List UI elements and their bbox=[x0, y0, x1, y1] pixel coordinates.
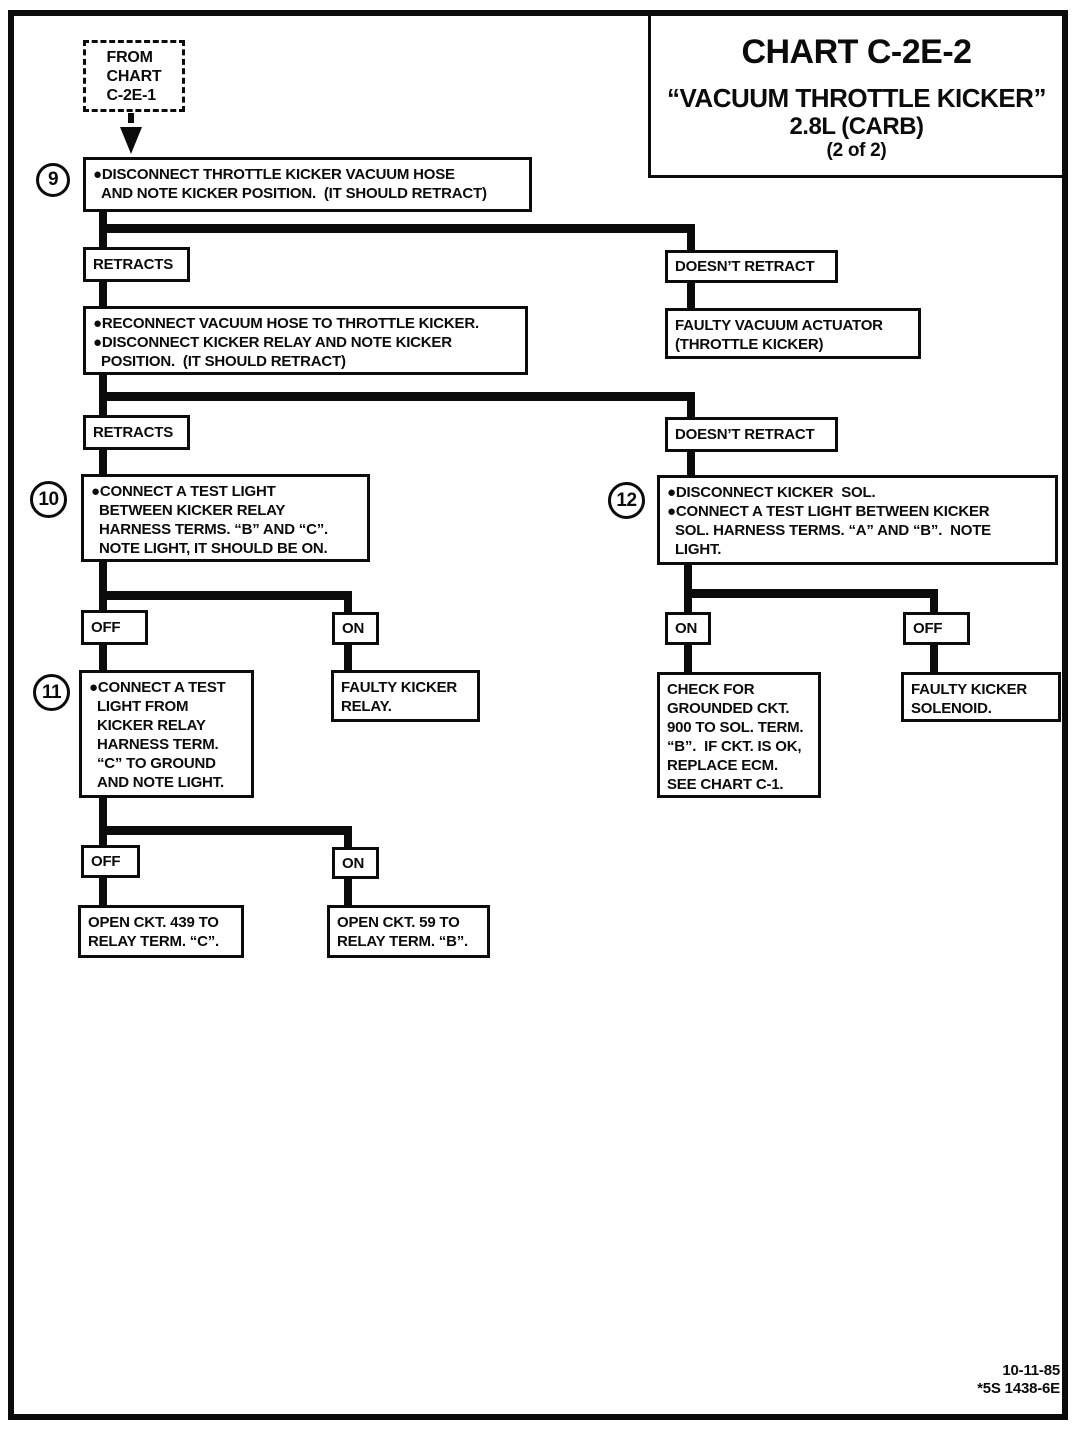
off-bottom-box: OFF bbox=[81, 845, 140, 878]
chart-subtitle: “VACUUM THROTTLE KICKER” bbox=[667, 83, 1046, 113]
step-circle-10: 10 bbox=[30, 481, 67, 518]
connector bbox=[687, 283, 695, 308]
retracts1-box: RETRACTS bbox=[83, 247, 190, 282]
connector bbox=[344, 879, 352, 905]
connector bbox=[684, 645, 692, 672]
chart-title-box: CHART C-2E-2 “VACUUM THROTTLE KICKER” 2.… bbox=[648, 13, 1065, 178]
check-grounded-ckt-box: CHECK FOR GROUNDED CKT. 900 TO SOL. TERM… bbox=[657, 672, 821, 798]
connector bbox=[99, 224, 695, 233]
doesnt-retract1-box: DOESN’T RETRACT bbox=[665, 250, 838, 283]
connector bbox=[99, 392, 695, 401]
connector bbox=[99, 282, 107, 306]
footer-doc-number: *5S 1438-6E bbox=[977, 1380, 1060, 1397]
reconnect-box: ●RECONNECT VACUUM HOSE TO THROTTLE KICKE… bbox=[83, 306, 528, 375]
open-ckt-439-box: OPEN CKT. 439 TO RELAY TERM. “C”. bbox=[78, 905, 244, 958]
connector bbox=[930, 589, 938, 612]
entry-from-chart-label: FROM CHART C-2E-1 bbox=[106, 48, 162, 104]
step-number-9: 9 bbox=[47, 169, 59, 190]
connector bbox=[99, 798, 107, 845]
step11-box: ●CONNECT A TEST LIGHT FROM KICKER RELAY … bbox=[79, 670, 254, 798]
chart-engine-label: 2.8L (CARB) bbox=[789, 113, 924, 140]
connector bbox=[99, 450, 107, 474]
entry-from-chart-box: FROM CHART C-2E-1 bbox=[83, 40, 185, 112]
connector bbox=[687, 452, 695, 475]
connector bbox=[99, 826, 352, 835]
step10-box: ●CONNECT A TEST LIGHT BETWEEN KICKER REL… bbox=[81, 474, 370, 562]
connector bbox=[344, 826, 352, 847]
faulty-vacuum-actuator-box: FAULTY VACUUM ACTUATOR (THROTTLE KICKER) bbox=[665, 308, 921, 359]
page-border bbox=[8, 10, 1068, 1420]
off-right-box: OFF bbox=[903, 612, 970, 645]
retracts2-box: RETRACTS bbox=[83, 415, 190, 450]
connector bbox=[930, 645, 938, 672]
on-left-box: ON bbox=[332, 612, 379, 645]
open-ckt-59-box: OPEN CKT. 59 TO RELAY TERM. “B”. bbox=[327, 905, 490, 958]
connector bbox=[99, 878, 107, 905]
step-circle-12: 12 bbox=[608, 482, 645, 519]
connector bbox=[344, 645, 352, 670]
on-bottom-box: ON bbox=[332, 847, 379, 879]
faulty-kicker-relay-box: FAULTY KICKER RELAY. bbox=[331, 670, 480, 722]
connector bbox=[99, 645, 107, 670]
step-number-10: 10 bbox=[38, 488, 59, 510]
step-circle-9: 9 bbox=[36, 163, 70, 197]
on-right-box: ON bbox=[665, 612, 711, 645]
connector bbox=[99, 562, 107, 610]
connector bbox=[684, 589, 938, 598]
step9-box: ●DISCONNECT THROTTLE KICKER VACUUM HOSE … bbox=[83, 157, 532, 212]
connector bbox=[684, 565, 692, 612]
doesnt-retract2-box: DOESN’T RETRACT bbox=[665, 417, 838, 452]
footer: 10-11-85 *5S 1438-6E bbox=[977, 1362, 1060, 1398]
arrow-dash bbox=[128, 113, 134, 123]
step-number-11: 11 bbox=[41, 681, 62, 703]
arrow-down-icon bbox=[120, 127, 142, 154]
connector bbox=[687, 392, 695, 417]
step12-box: ●DISCONNECT KICKER SOL. ●CONNECT A TEST … bbox=[657, 475, 1058, 565]
chart-page-count: (2 of 2) bbox=[826, 140, 887, 161]
connector bbox=[344, 591, 352, 612]
chart-title: CHART C-2E-2 bbox=[741, 33, 972, 71]
step-circle-11: 11 bbox=[33, 674, 70, 711]
off-left-box: OFF bbox=[81, 610, 148, 645]
step-number-12: 12 bbox=[616, 489, 637, 511]
connector bbox=[687, 224, 695, 250]
connector bbox=[99, 591, 352, 600]
footer-date: 10-11-85 bbox=[1002, 1362, 1060, 1379]
faulty-kicker-solenoid-box: FAULTY KICKER SOLENOID. bbox=[901, 672, 1061, 722]
